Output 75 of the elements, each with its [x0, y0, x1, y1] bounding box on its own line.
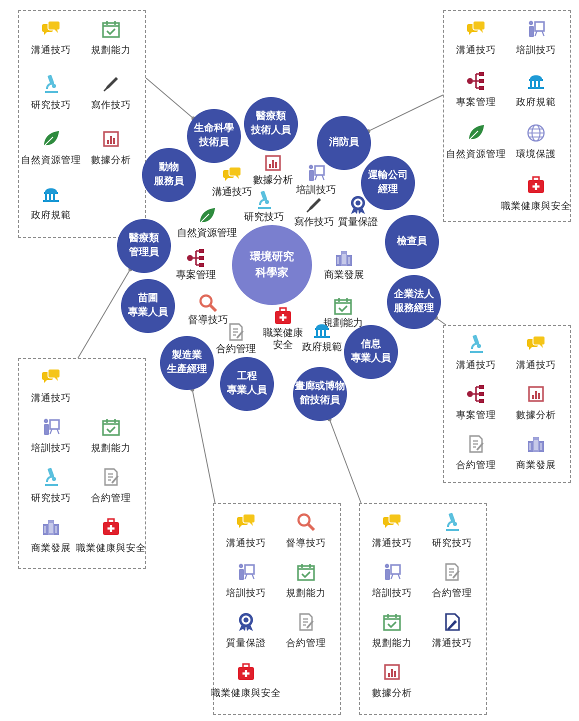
skill-label: 政府規範: [31, 210, 71, 222]
skill-label: 溝通技巧: [226, 538, 266, 550]
skill-label: 合約管理: [286, 638, 326, 650]
occupation-circle: 運輸公司經理: [361, 156, 415, 210]
skill-label: 督導技巧: [286, 538, 326, 550]
skill-label: 培訓技巧: [226, 588, 266, 600]
occupation-circle: 工程專業人員: [220, 357, 274, 411]
leader-line: [434, 316, 446, 326]
skill-label: 培訓技巧: [31, 443, 71, 455]
skill-label: 數據分析: [516, 410, 556, 422]
skill-label: 合約管理: [456, 460, 496, 472]
skill-label: 寫作技巧: [91, 100, 131, 112]
occupation-circle: 醫療類管理員: [117, 219, 171, 273]
skill-label: 政府規範: [516, 97, 556, 109]
skill-label: 商業發展: [516, 460, 556, 472]
skill-label: 規劃能力: [91, 45, 131, 57]
skill-label: 數據分析: [253, 175, 293, 187]
skill-label: 自然資源管理: [21, 155, 81, 167]
skill-label: 溝通技巧: [372, 538, 412, 550]
occupation-circle: 動物服務員: [142, 148, 196, 202]
occupation-circle: 生命科學技術員: [187, 109, 241, 163]
skill-label: 溝通技巧: [31, 393, 71, 405]
skill-label: 研究技巧: [31, 100, 71, 112]
skills-panel: [213, 503, 341, 715]
occupation-circle: 畫廊或博物館技術員: [293, 367, 347, 421]
skill-label: 職業健康與安全: [76, 543, 146, 555]
skill-label: 合約管理: [432, 588, 472, 600]
occupation-circle: 檢查員: [385, 215, 439, 269]
skill-label: 專案管理: [176, 270, 216, 282]
skill-label: 數據分析: [372, 688, 412, 700]
skill-label: 溝通技巧: [516, 360, 556, 372]
occupation-circle: 消防員: [317, 116, 371, 170]
skill-label: 自然資源管理: [446, 149, 506, 161]
skill-label: 政府規範: [302, 342, 342, 354]
skill-label: 培訓技巧: [372, 588, 412, 600]
skills-panel: [18, 358, 146, 569]
skill-label: 合約管理: [216, 344, 256, 356]
skill-label: 培訓技巧: [296, 185, 336, 197]
skill-label: 溝通技巧: [212, 187, 252, 199]
skill-label: 商業發展: [31, 543, 71, 555]
skill-label: 培訓技巧: [516, 45, 556, 57]
skill-label: 商業發展: [324, 270, 364, 282]
skill-label: 規劃能力: [91, 443, 131, 455]
leader-line: [328, 417, 362, 504]
skill-label: 研究技巧: [432, 538, 472, 550]
occupation-circle: 醫療類技術人員: [244, 97, 298, 151]
leader-line: [78, 267, 132, 358]
occupation-circle: 製造業生產經理: [160, 336, 214, 390]
leader-line: [146, 78, 196, 120]
skill-label: 專案管理: [456, 410, 496, 422]
skill-label: 督導技巧: [188, 315, 228, 327]
skill-label: 研究技巧: [244, 212, 284, 224]
skill-label: 職業健康與安全: [501, 201, 571, 213]
skill-label: 合約管理: [91, 493, 131, 505]
occupation-circle: 企業法人服務經理: [387, 275, 441, 329]
skill-label: 環境保護: [516, 149, 556, 161]
skill-label: 溝通技巧: [456, 45, 496, 57]
skill-label: 規劃能力: [286, 588, 326, 600]
skill-label: 研究技巧: [31, 493, 71, 505]
occupation-circle: 苗圃專業人員: [121, 279, 175, 333]
skill-label: 質量保證: [226, 638, 266, 650]
skill-label: 職業健康與安全: [211, 688, 281, 700]
skills-panel: [359, 503, 487, 715]
skill-label: 質量保證: [338, 217, 378, 229]
skill-label: 溝通技巧: [432, 638, 472, 650]
leader-line: [366, 94, 444, 134]
leader-line: [190, 387, 216, 504]
skills-panel: [443, 325, 571, 483]
skill-label: 專案管理: [456, 97, 496, 109]
skill-label: 溝通技巧: [456, 360, 496, 372]
skill-label: 職業健康安全: [262, 328, 303, 351]
skill-label: 溝通技巧: [31, 45, 71, 57]
skill-label: 數據分析: [91, 155, 131, 167]
skill-label: 規劃能力: [372, 638, 412, 650]
skills-panel: [443, 10, 571, 222]
